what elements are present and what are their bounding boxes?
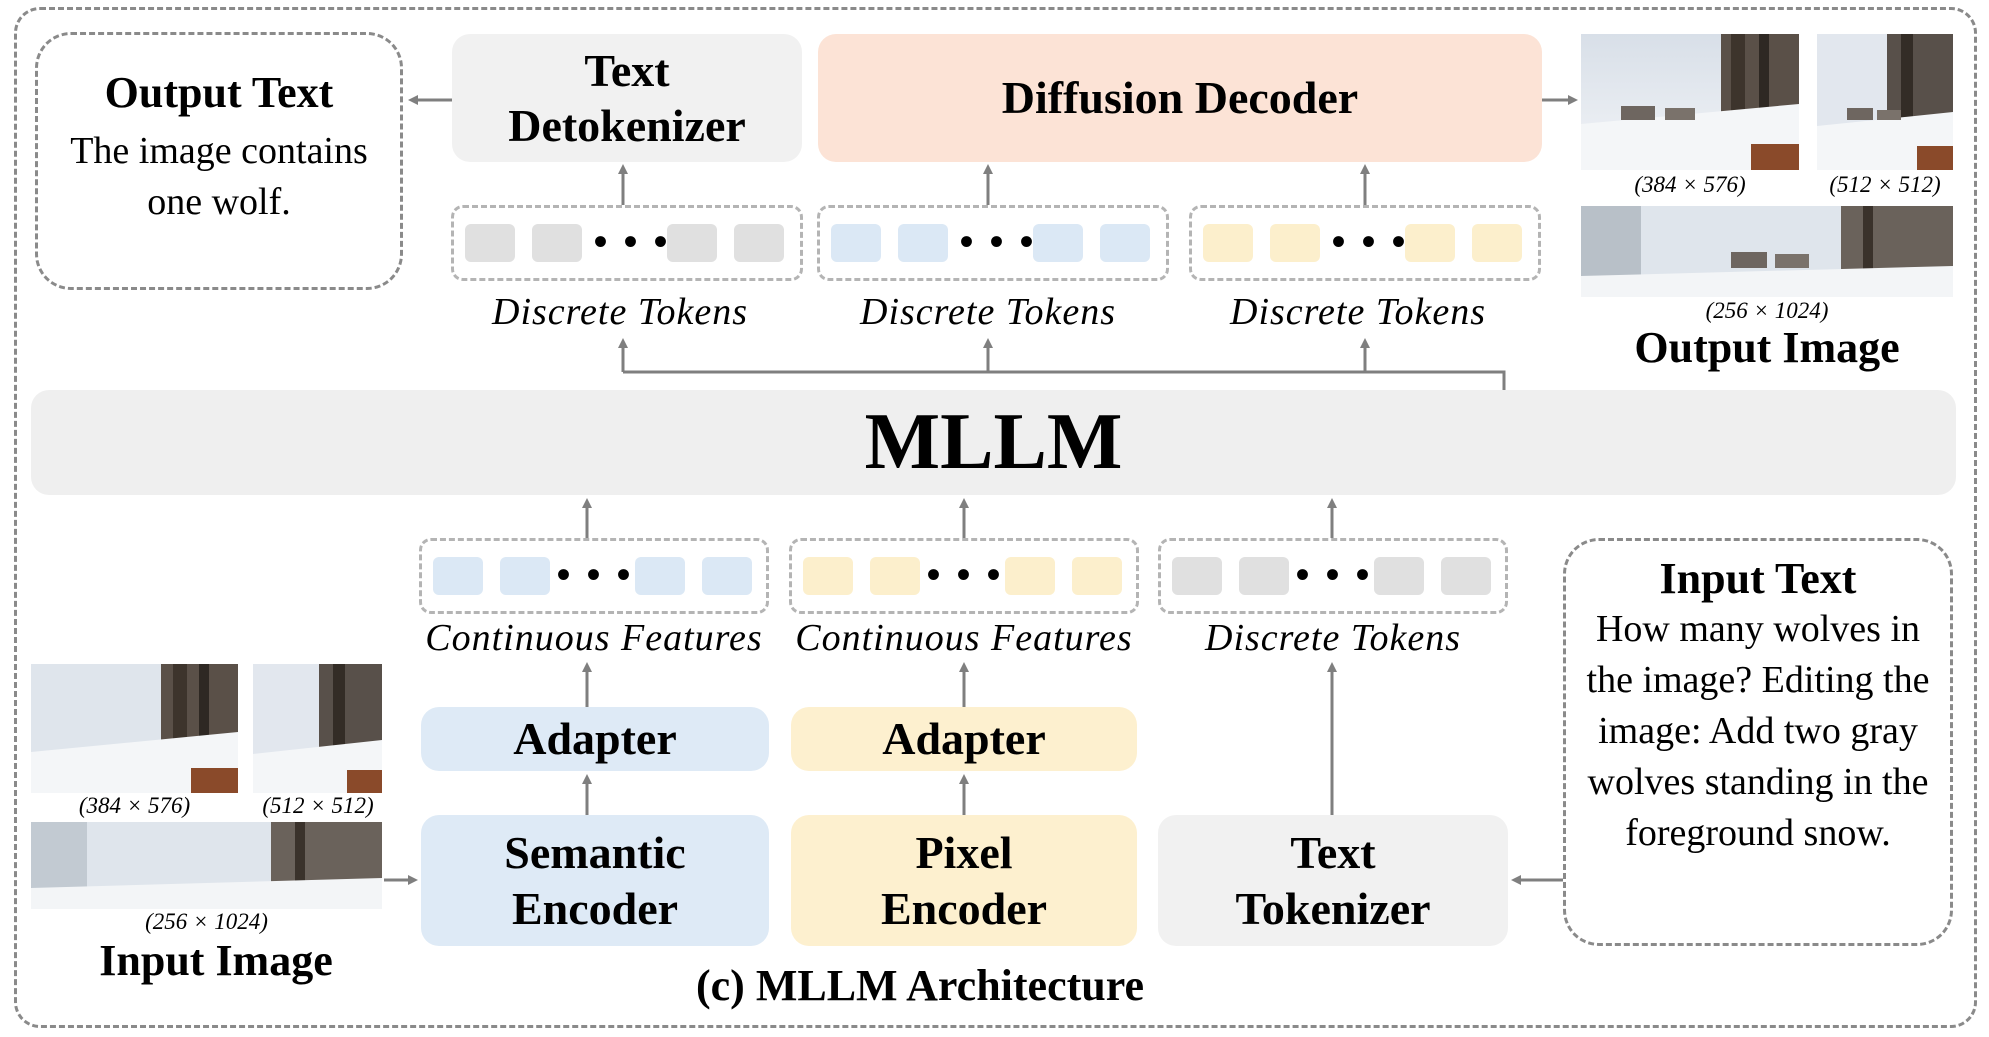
semantic-encoder-label: Semantic Encoder [504,827,686,934]
output-text-body: The image contains one wolf. [70,130,368,223]
output-image-title: Output Image [1634,323,1900,372]
token-cell [1405,224,1455,262]
output-dim-256x1024: (256 × 1024) [1705,298,1829,323]
text-tokenizer-box: Text Tokenizer [1158,815,1508,946]
token-cell [667,224,717,262]
token-cell [803,557,853,595]
token-cell [1203,224,1253,262]
top-token-label-3: Discrete Tokens [1230,291,1486,333]
diagram-frame [14,7,1977,1028]
token-cell [500,557,550,595]
adapter-pixel: Adapter [791,707,1137,771]
input-text-title: Input Text [1659,554,1857,603]
token-cell [1172,557,1222,595]
token-bar-top-semantic [817,205,1169,281]
input-image-512x512 [253,664,382,793]
mllm-output-bus [623,370,1506,390]
output-image-256x1024 [1581,206,1953,297]
input-image-256x1024 [31,822,382,909]
output-text-title: Output Text [104,68,334,117]
token-cell [702,557,752,595]
token-bar-top-text [451,205,803,281]
text-detokenizer-box: Text Detokenizer [452,34,802,162]
token-cell [465,224,515,262]
adapter-semantic-label: Adapter [513,713,677,765]
ellipsis: • • • [959,219,1037,264]
token-cell [898,224,948,262]
token-cell [1270,224,1320,262]
token-cell [734,224,784,262]
token-cell [870,557,920,595]
input-dim-512x512: (512 × 512) [262,793,374,818]
output-image-384x576 [1581,34,1799,170]
feature-label-1: Continuous Features [425,617,763,659]
diffusion-decoder-box: Diffusion Decoder [818,34,1542,162]
mllm-label: MLLM [864,398,1123,486]
semantic-encoder-box: Semantic Encoder [421,815,769,946]
input-dim-256x1024: (256 × 1024) [145,909,268,934]
feature-label-2: Continuous Features [795,617,1133,659]
token-cell [1441,557,1491,595]
token-cell [1005,557,1055,595]
input-image-title: Input Image [99,936,333,985]
input-text-box: Input Text How many wolves in the image?… [1563,538,1953,946]
top-token-label-2: Discrete Tokens [860,291,1116,333]
token-cell [635,557,685,595]
ellipsis: • • • [1295,552,1373,597]
token-bar-bottom-text [1158,538,1508,614]
ellipsis: • • • [1331,219,1409,264]
token-cell [1033,224,1083,262]
token-cell [831,224,881,262]
token-cell [1374,557,1424,595]
output-text-box: Output Text The image contains one wolf. [35,32,403,290]
feature-bar-semantic [419,538,769,614]
diffusion-decoder-label: Diffusion Decoder [1001,72,1359,124]
text-detokenizer-label: Text Detokenizer [508,44,746,151]
feature-bar-pixel [789,538,1139,614]
token-cell [1472,224,1522,262]
token-bar-top-pixel [1189,205,1541,281]
top-token-label-1: Discrete Tokens [492,291,748,333]
token-cell [433,557,483,595]
feature-label-3: Discrete Tokens [1205,617,1461,659]
output-dim-384x576: (384 × 576) [1634,172,1746,197]
ellipsis: • • • [926,552,1004,597]
output-image-512x512 [1817,34,1953,170]
mllm-block: MLLM [31,390,1956,495]
output-dim-512x512: (512 × 512) [1829,172,1941,197]
figure-caption: (c) MLLM Architecture [696,961,1144,1010]
text-tokenizer-label: Text Tokenizer [1235,827,1431,934]
pixel-encoder-box: Pixel Encoder [791,815,1137,946]
adapter-pixel-label: Adapter [882,713,1046,765]
input-dim-384x576: (384 × 576) [78,793,191,818]
token-cell [532,224,582,262]
token-cell [1072,557,1122,595]
adapter-semantic: Adapter [421,707,769,771]
ellipsis: • • • [593,219,671,264]
token-cell [1100,224,1150,262]
input-image-384x576 [31,664,238,793]
pixel-encoder-label: Pixel Encoder [880,827,1048,934]
ellipsis: • • • [556,552,634,597]
token-cell [1239,557,1289,595]
input-text-body: How many wolves in the image? Editing th… [1586,608,1930,854]
